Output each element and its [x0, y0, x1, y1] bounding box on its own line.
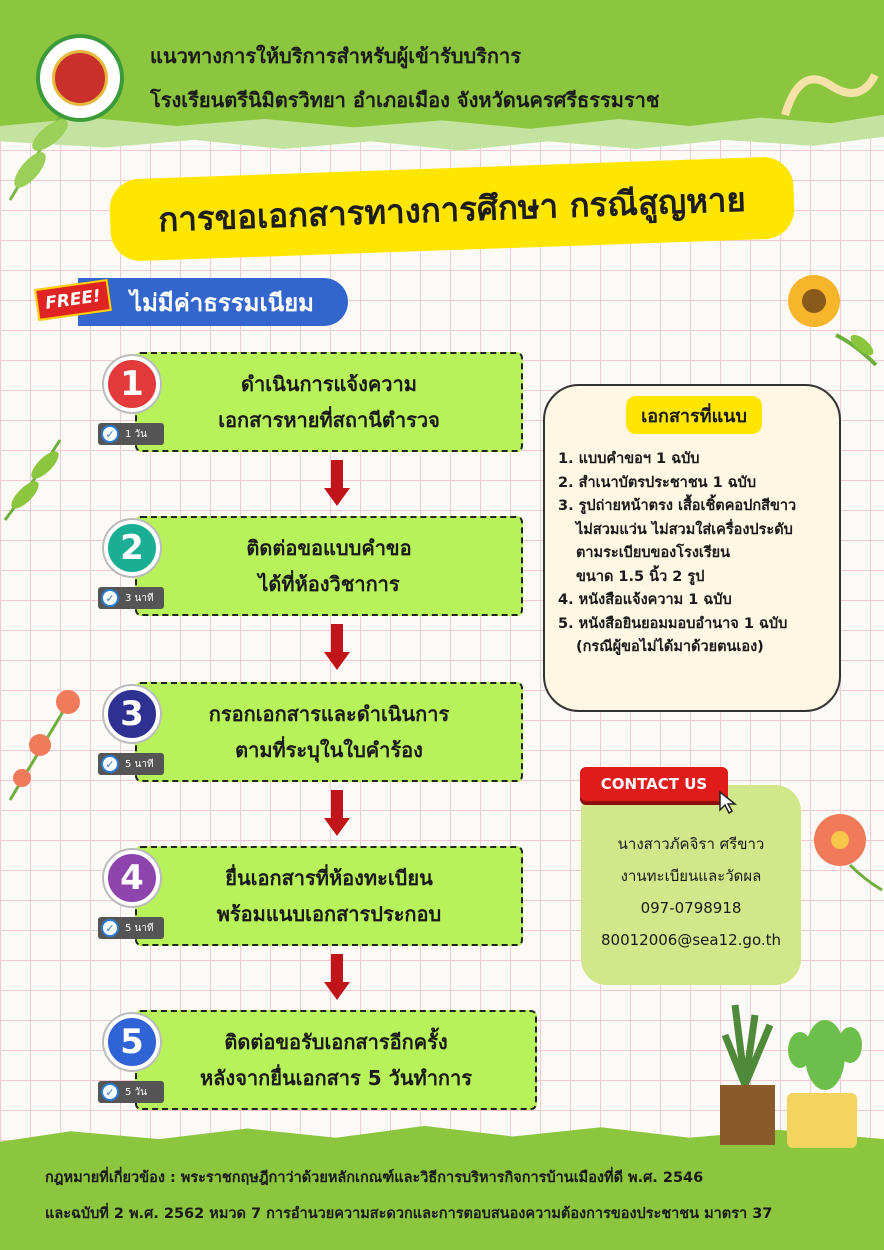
potted-plants-icon [720, 1004, 862, 1148]
contact-email[interactable]: 80012006@sea12.go.th [600, 931, 782, 949]
step-duration-tag: ✓ 5 นาที [98, 753, 164, 775]
step-text: ดำเนินการแจ้งความ [241, 372, 417, 396]
orange-flower-icon [814, 814, 883, 892]
step-text: ตามที่ระบุในใบคำร้อง [235, 738, 423, 762]
duration-text: 5 นาที [125, 758, 154, 770]
step-text: ติดต่อขอแบบคำขอ [246, 536, 412, 560]
step-text: กรอกเอกสารและดำเนินการ [208, 702, 450, 726]
arrow-down-icon [324, 954, 350, 1000]
documents-title: เอกสารที่แนบ [626, 396, 762, 434]
step-box-3: กรอกเอกสารและดำเนินการตามที่ระบุในใบคำร้… [135, 682, 523, 782]
step-duration-tag: ✓ 1 วัน [98, 423, 164, 445]
duration-text: 1 วัน [125, 428, 147, 440]
check-circle-icon: ✓ [101, 589, 119, 607]
law-line: กฎหมายที่เกี่ยวข้อง : พระราชกฤษฎีกาว่าด้… [45, 1170, 704, 1186]
duration-text: 3 นาที [125, 592, 154, 604]
step-duration-tag: ✓ 5 วัน [98, 1081, 164, 1103]
contact-phone[interactable]: 097-0798918 [640, 899, 742, 917]
swirl-icon [781, 73, 879, 117]
contact-department: งานทะเบียนและวัดผล [620, 867, 762, 885]
documents-panel [543, 384, 841, 712]
header-subtitle: แนวทางการให้บริการสำหรับผู้เข้ารับบริการ [150, 44, 521, 68]
duration-text: 5 นาที [125, 922, 154, 934]
check-circle-icon: ✓ [101, 425, 119, 443]
step-number-badge: 1 [104, 356, 160, 412]
contact-panel [581, 785, 801, 985]
step-text: หลังจากยื่นเอกสาร 5 วันทำการ [199, 1066, 473, 1090]
duration-text: 5 วัน [125, 1086, 147, 1098]
sunflower-icon [788, 275, 878, 367]
step-box-4: ยื่นเอกสารที่ห้องทะเบียนพร้อมแนบเอกสารปร… [135, 846, 523, 946]
list-item: 3. รูปถ่ายหน้าตรง เสื้อเชิ้ตคอปกสีขาว [558, 498, 797, 514]
list-item: 5. หนังสือยินยอมมอบอำนาจ 1 ฉบับ [558, 615, 788, 632]
arrow-down-icon [324, 624, 350, 670]
check-circle-icon: ✓ [101, 919, 119, 937]
footer-band [0, 1125, 884, 1250]
contact-us-button[interactable]: CONTACT US [580, 767, 728, 801]
step-duration-tag: ✓ 3 นาที [98, 587, 164, 609]
leaf-sprig-icon [3, 439, 62, 521]
header-band [0, 0, 884, 129]
step-number-badge: 2 [104, 520, 160, 576]
step-text: ติดต่อขอรับเอกสารอีกครั้ง [224, 1030, 448, 1054]
arrow-down-icon [324, 460, 350, 506]
contact-info: นางสาวภัคจิรา ศรีขาว งานทะเบียนและวัดผล … [581, 828, 801, 956]
list-item: 2. สำเนาบัตรประชาชน 1 ฉบับ [558, 474, 757, 491]
list-item: 4. หนังสือแจ้งความ 1 ฉบับ [558, 592, 732, 608]
step-box-1: ดำเนินการแจ้งความเอกสารหายที่สถานีตำรวจ [135, 352, 523, 452]
documents-list: 1. แบบคำขอฯ 1 ฉบับ 2. สำเนาบัตรประชาชน 1… [558, 448, 840, 660]
step-number-badge: 3 [104, 686, 160, 742]
arrow-down-icon [324, 790, 350, 836]
coral-flower-icon [8, 690, 80, 801]
step-number-badge: 4 [104, 850, 160, 906]
school-emblem-icon [52, 50, 108, 106]
fee-label: ไม่มีค่าธรรมเนียม [78, 278, 348, 326]
header-school-name: โรงเรียนตรีนิมิตรวิทยา อำเภอเมือง จังหวั… [150, 88, 660, 112]
step-text: ยื่นเอกสารที่ห้องทะเบียน [225, 866, 433, 890]
list-item: 1. แบบคำขอฯ 1 ฉบับ [558, 451, 700, 467]
step-text: พร้อมแนบเอกสารประกอบ [216, 902, 442, 926]
step-text: ได้ที่ห้องวิชาการ [258, 572, 400, 596]
step-text: เอกสารหายที่สถานีตำรวจ [218, 408, 440, 432]
law-reference: กฎหมายที่เกี่ยวข้อง : พระราชกฤษฎีกาว่าด้… [45, 1160, 865, 1232]
check-circle-icon: ✓ [101, 755, 119, 773]
list-item: ไม่สวมแว่น ไม่สวมใส่เครื่องประดับ [576, 521, 793, 538]
contact-name: นางสาวภัคจิรา ศรีขาว [617, 835, 765, 853]
step-number-badge: 5 [104, 1014, 160, 1070]
step-box-5: ติดต่อขอรับเอกสารอีกครั้งหลังจากยื่นเอกส… [135, 1010, 537, 1110]
law-line: และฉบับที่ 2 พ.ศ. 2562 หมวด 7 การอำนวยคว… [45, 1206, 773, 1222]
list-item: (กรณีผู้ขอไม่ได้มาด้วยตนเอง) [576, 639, 764, 655]
list-item: ขนาด 1.5 นิ้ว 2 รูป [576, 568, 705, 585]
list-item: ตามระเบียบของโรงเรียน [576, 545, 731, 561]
cursor-pointer-icon [719, 790, 738, 815]
school-logo [36, 34, 124, 122]
check-circle-icon: ✓ [101, 1083, 119, 1101]
step-box-2: ติดต่อขอแบบคำขอได้ที่ห้องวิชาการ [135, 516, 523, 616]
step-duration-tag: ✓ 5 นาที [98, 917, 164, 939]
